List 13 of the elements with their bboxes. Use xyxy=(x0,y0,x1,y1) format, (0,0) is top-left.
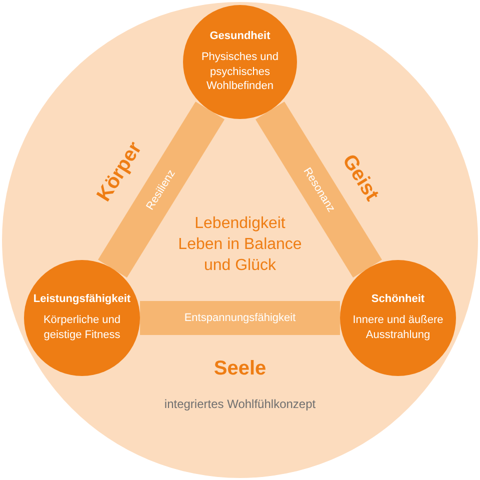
center-text: Lebendigkeit Leben in Balance und Glück xyxy=(177,214,303,276)
node-description: Innere und äußere Ausstrahlung xyxy=(352,313,444,343)
node-description: Physisches und psychisches Wohlbefinden xyxy=(200,50,280,94)
tagline: integriertes Wohlfühlkonzept xyxy=(164,397,316,411)
connector-band xyxy=(255,102,382,278)
node-heading: Schönheit xyxy=(371,293,425,306)
connector-band xyxy=(98,102,225,278)
node-heading: Gesundheit xyxy=(210,30,270,42)
connector-band xyxy=(140,301,340,335)
node-heading: Leistungsfähigkeit xyxy=(33,293,131,306)
side-label: Seele xyxy=(214,358,266,380)
node-description: Körperliche und geistige Fitness xyxy=(42,313,122,343)
edge-label: Entspannungsfähigkeit xyxy=(184,312,296,324)
